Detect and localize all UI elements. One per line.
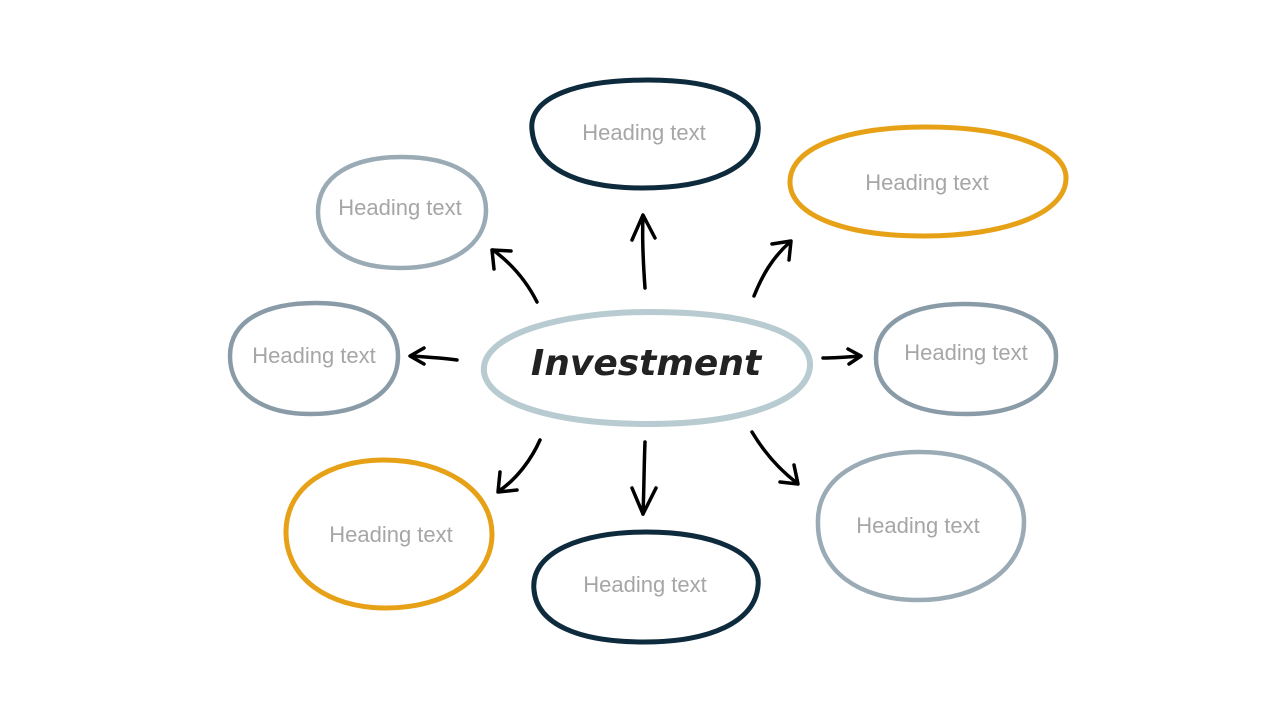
node-bottom-outline xyxy=(531,529,761,645)
node-top-outline xyxy=(529,77,761,191)
node-top-left[interactable]: Heading text xyxy=(315,154,489,271)
node-top-right-label: Heading text xyxy=(865,170,989,195)
node-bottom-left[interactable]: Heading text xyxy=(283,457,495,611)
arrow-to-bottom-right xyxy=(750,430,800,486)
node-bottom-left-label: Heading text xyxy=(329,522,453,547)
arrow-to-bottom xyxy=(630,440,658,516)
node-right[interactable]: Heading text xyxy=(873,301,1059,417)
node-left[interactable]: Heading text xyxy=(227,300,401,417)
arrow-to-left xyxy=(408,346,459,366)
node-left-outline xyxy=(227,300,401,417)
arrow-to-right xyxy=(821,347,863,366)
node-top-label: Heading text xyxy=(582,120,706,145)
center-node[interactable]: Investment xyxy=(480,308,814,428)
arrow-to-top-right xyxy=(752,239,793,298)
node-bottom-left-outline xyxy=(283,457,495,611)
center-node-outline xyxy=(480,308,814,428)
arrow-to-bottom-left xyxy=(496,438,542,494)
node-top-right[interactable]: Heading text xyxy=(787,124,1069,239)
node-bottom-right-label: Heading text xyxy=(856,513,980,538)
node-bottom-right[interactable]: Heading text xyxy=(815,449,1027,603)
node-right-outline xyxy=(873,301,1059,417)
node-right-label: Heading text xyxy=(904,340,1028,365)
node-left-label: Heading text xyxy=(252,343,376,368)
node-bottom-label: Heading text xyxy=(583,572,707,597)
node-top-left-label: Heading text xyxy=(338,195,462,220)
node-bottom-right-outline xyxy=(815,449,1027,603)
node-top[interactable]: Heading text xyxy=(529,77,761,191)
node-bottom[interactable]: Heading text xyxy=(531,529,761,645)
node-top-left-outline xyxy=(315,154,489,271)
center-node-label: Investment xyxy=(531,343,763,384)
node-top-right-outline xyxy=(787,124,1069,239)
arrow-to-top xyxy=(630,213,657,290)
arrow-to-top-left xyxy=(490,248,539,304)
